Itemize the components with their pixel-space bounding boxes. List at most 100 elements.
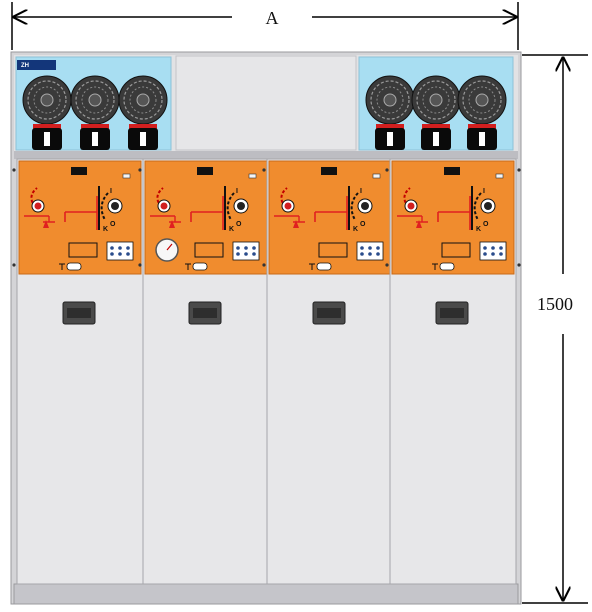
interlock-symbol	[185, 263, 191, 270]
interlock-symbol	[309, 263, 315, 270]
load-switch-knob-center	[361, 202, 369, 210]
rotation-arrow-main	[226, 192, 235, 221]
base-plinth	[13, 583, 519, 605]
mimic-box	[441, 242, 471, 258]
bushing-compartment-left: ZH	[15, 56, 172, 151]
switch-on-mark: I	[110, 188, 112, 195]
panel-rivet	[262, 263, 266, 267]
rotation-arrow-main	[473, 192, 482, 221]
panel-rivet	[517, 263, 521, 267]
control-panel: I OK	[391, 160, 515, 275]
control-panel: IOK	[268, 160, 392, 275]
rotation-arrow-main	[350, 192, 359, 221]
indicator-window	[71, 167, 87, 175]
interlock-symbol	[59, 263, 65, 270]
voltage-indicator-lamp	[483, 246, 487, 250]
width-dimension-label: A	[266, 8, 279, 28]
voltage-indicator-panel	[356, 241, 384, 261]
load-switch-knob-center	[111, 202, 119, 210]
panel-rivet	[385, 168, 389, 172]
mimic-busbar	[397, 196, 471, 230]
voltage-indicator-lamp	[376, 246, 380, 250]
cable-bushing	[22, 75, 72, 150]
bushing-ring-inner	[81, 86, 109, 114]
mimic-arrow-down	[293, 220, 299, 228]
mimic-busbar	[24, 196, 98, 230]
voltage-indicator-lamp	[499, 252, 503, 256]
voltage-indicator-lamp	[118, 252, 122, 256]
bushing-ring-inner	[129, 86, 157, 114]
voltage-indicator-lamp	[252, 246, 256, 250]
door-handle-grip	[193, 308, 217, 318]
cable-bushing	[118, 75, 168, 150]
panel-rivet	[12, 263, 16, 267]
bushing-row-right	[365, 75, 507, 150]
cable-collar	[81, 124, 109, 129]
voltage-indicator-panel	[479, 241, 507, 261]
panel-rivet	[517, 168, 521, 172]
earth-mark: K	[103, 226, 108, 233]
load-switch-knob-center	[237, 202, 245, 210]
voltage-indicator-lamp	[499, 246, 503, 250]
nameplate-tag	[372, 173, 381, 179]
earthing-switch-knob-center	[407, 202, 415, 210]
company-logo-text: ZH	[21, 63, 29, 69]
voltage-indicator-lamp	[491, 246, 495, 250]
interlock-slot	[439, 262, 455, 271]
cable-label-strip	[433, 132, 439, 146]
mimic-busbar	[274, 196, 348, 230]
bushing-ring-inner	[468, 86, 496, 114]
cable-collar	[468, 124, 496, 129]
voltage-indicator-lamp	[252, 252, 256, 256]
interlock-slot	[316, 262, 332, 271]
voltage-indicator-lamp	[483, 252, 487, 256]
switch-on-mark: I	[360, 188, 362, 195]
functional-unit: I OK	[385, 158, 521, 585]
voltage-indicator-lamp	[236, 252, 240, 256]
mimic-box	[318, 242, 348, 258]
bushing-compartment-right	[358, 56, 514, 151]
pressure-gauge-needle	[166, 243, 173, 251]
top-center-cover	[175, 55, 357, 151]
panel-rivet	[385, 263, 389, 267]
panel-rivet	[138, 168, 142, 172]
switch-off-mark: O	[483, 221, 489, 228]
cable-label-strip	[92, 132, 98, 146]
panel-rivet	[138, 263, 142, 267]
indicator-window	[321, 167, 337, 175]
rotation-arrow-main	[100, 192, 109, 221]
voltage-indicator-lamp	[126, 252, 130, 256]
switch-off-mark: O	[236, 221, 242, 228]
mimic-arrow-down	[169, 220, 175, 228]
voltage-indicator-lamp	[360, 252, 364, 256]
mimic-arrow-down	[43, 220, 49, 228]
door-handle-grip	[317, 308, 341, 318]
voltage-indicator-lamp	[110, 252, 114, 256]
functional-unit: IOK	[12, 158, 148, 585]
bushing-ring-inner	[422, 86, 450, 114]
voltage-indicator-lamp	[491, 252, 495, 256]
switch-on-mark: I	[236, 188, 238, 195]
width-dimension: A	[11, 2, 519, 50]
bushing-core	[40, 93, 54, 107]
cable-collar	[422, 124, 450, 129]
bushing-row-left	[22, 75, 168, 150]
bushing-ring-outer	[370, 80, 410, 120]
switch-off-mark: O	[360, 221, 366, 228]
voltage-indicator-lamp	[126, 246, 130, 250]
control-panel: IOK	[144, 160, 268, 275]
earthing-switch-knob-center	[284, 202, 292, 210]
height-dimension: 1500	[522, 54, 588, 604]
cable-label-strip	[479, 132, 485, 146]
earth-mark: K	[476, 226, 481, 233]
switch-on-mark: I	[483, 188, 485, 195]
cable-collar	[129, 124, 157, 129]
mimic-box	[194, 242, 224, 258]
top-divider-bar	[14, 151, 518, 159]
voltage-indicator-lamp	[360, 246, 364, 250]
panel-rivet	[262, 168, 266, 172]
